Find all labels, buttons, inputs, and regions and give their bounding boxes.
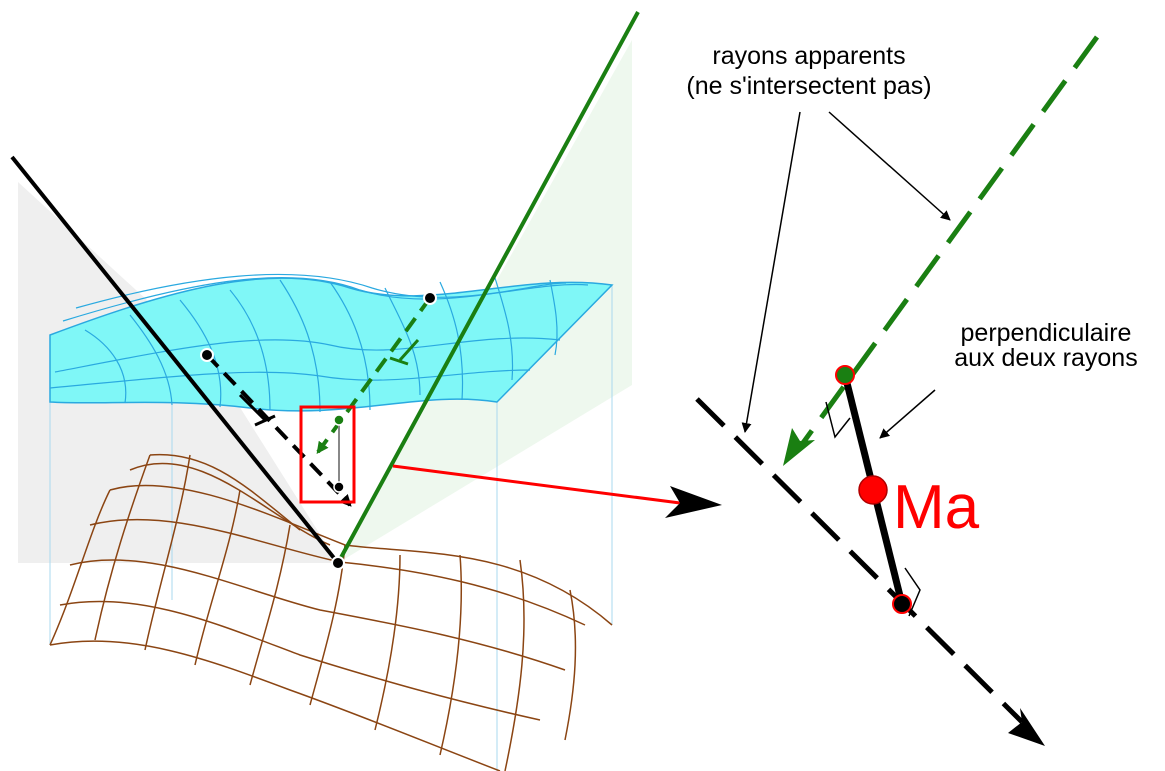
perpendicular-leader xyxy=(879,389,936,439)
right-apparent-ray xyxy=(316,296,432,454)
apparent-rays-leader-right xyxy=(828,111,951,221)
apparent-rays-leader-left xyxy=(741,111,801,433)
left-3d-scene xyxy=(10,11,640,771)
left-ray-solid xyxy=(10,155,340,565)
perpendicular-label-line1: perpendiculaire xyxy=(961,319,1132,347)
right-image-point xyxy=(423,291,437,305)
zoom-connector-line xyxy=(392,464,681,505)
detail-black-arrowhead xyxy=(1008,708,1045,746)
small-green-point xyxy=(333,414,345,426)
right-detail-view: rayons apparents (ne s'intersectent pas)… xyxy=(686,35,1138,746)
green-ray-closest-point xyxy=(835,365,855,385)
detail-black-ray xyxy=(695,397,1024,724)
zoom-highlight-box xyxy=(299,405,356,504)
perpendicular-label-line2: aux deux rayons xyxy=(954,344,1137,372)
left-apparent-ray xyxy=(205,353,352,507)
left-image-point xyxy=(200,348,214,362)
perpendicular-bar-left xyxy=(238,393,276,427)
zoom-connector-arrowhead xyxy=(665,486,722,518)
small-black-point xyxy=(333,481,345,493)
perpendicular-bar-right xyxy=(389,338,420,366)
right-angle-marker-bottom xyxy=(904,567,921,617)
midpoint-label: Ma xyxy=(893,473,980,542)
midpoint-ma xyxy=(858,475,888,505)
ground-point xyxy=(331,556,345,570)
black-ray-closest-point xyxy=(892,594,912,614)
apparent-rays-label-line1: rayons apparents xyxy=(712,42,905,70)
right-angle-marker-top xyxy=(825,401,851,439)
detail-green-arrowhead xyxy=(783,428,815,466)
apparent-rays-label-line2: (ne s'intersectent pas) xyxy=(686,72,931,100)
image-surface-grid xyxy=(49,273,589,413)
detail-green-ray xyxy=(797,35,1100,449)
right-ray-solid xyxy=(336,11,640,564)
